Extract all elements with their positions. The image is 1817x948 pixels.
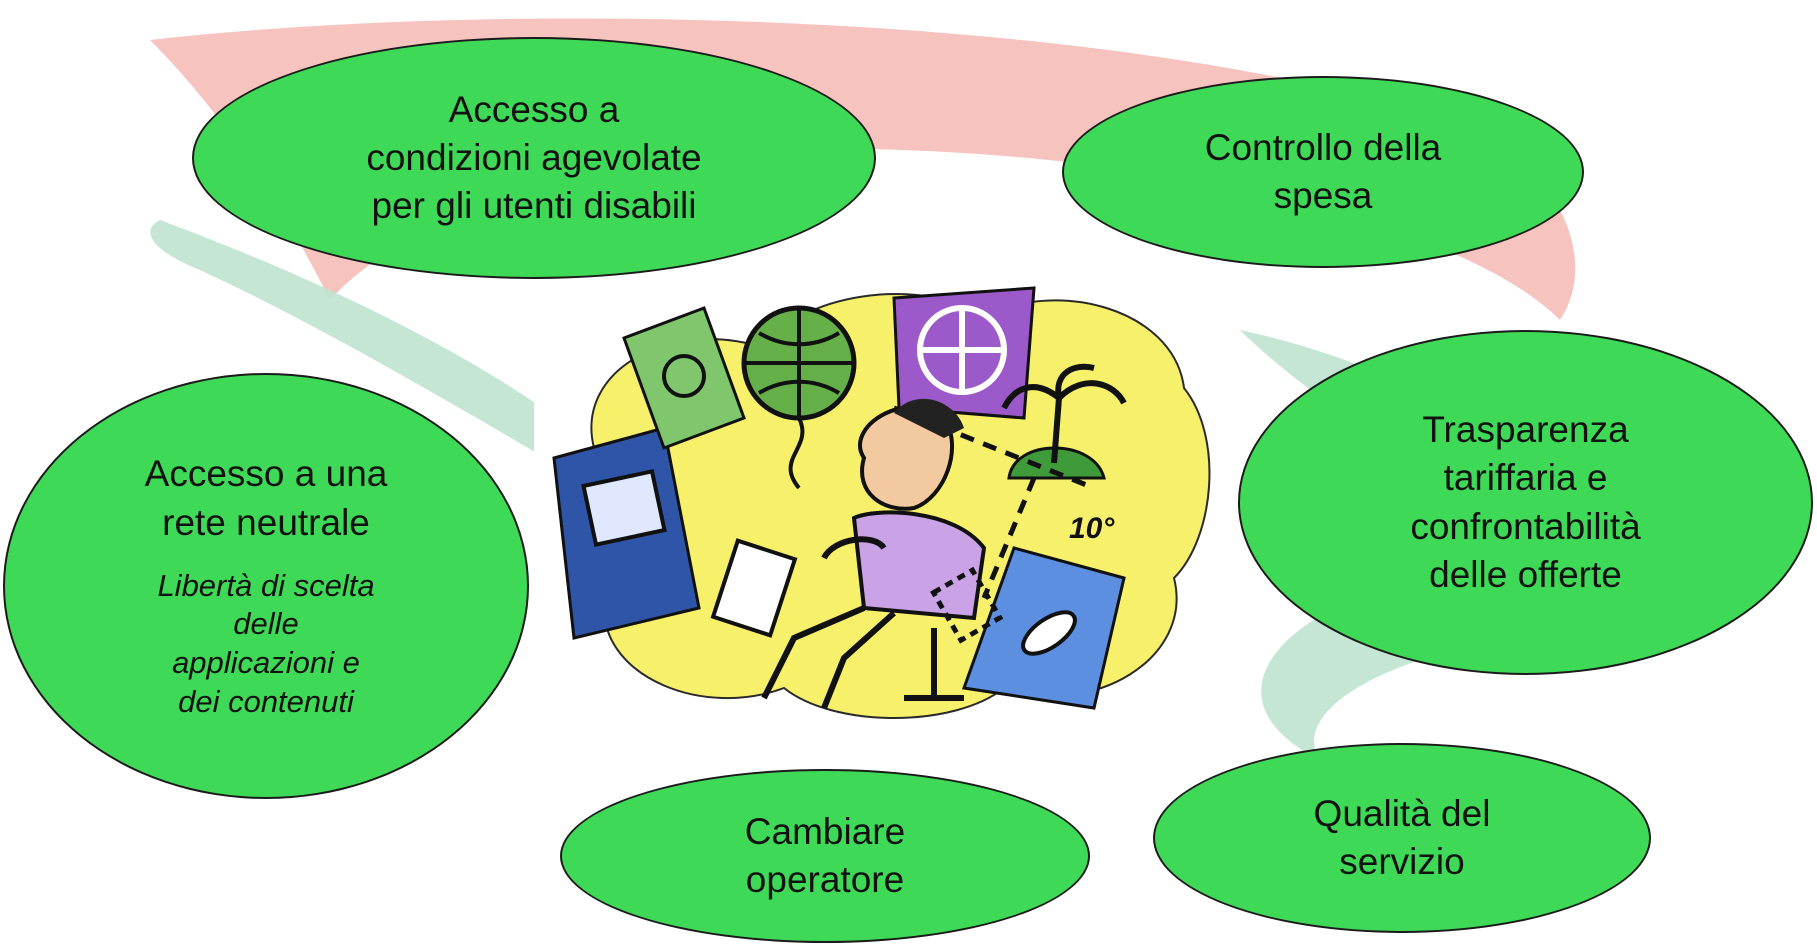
person-head (858, 405, 954, 511)
ticket-icon (930, 566, 1004, 644)
airplane-icon (1021, 610, 1077, 656)
bubble-line: confrontabilità (1410, 505, 1641, 547)
bubble-line: Accesso a una (144, 453, 388, 495)
keyboard-icon (710, 538, 798, 638)
bubble-trasparenza: Trasparenza tariffaria e confrontabilità… (1238, 330, 1813, 675)
bubble-subline: applicazioni e (172, 645, 360, 681)
bubble-line: Cambiare (744, 810, 906, 852)
bubble-qualita-servizio: Qualità del servizio (1153, 743, 1651, 933)
person-legs (761, 605, 897, 710)
compass-cross (920, 308, 1004, 392)
monitor-icon (581, 469, 667, 547)
bubble-line: operatore (745, 859, 905, 900)
bubble-line: tariffaria e (1443, 457, 1608, 499)
bubble-subtext: Libertà di scelta delle applicazioni e d… (157, 567, 374, 722)
bubble-subline: dei contenuti (178, 683, 354, 719)
chair (821, 536, 964, 701)
bubble-line: rete neutrale (162, 501, 370, 543)
bubble-subline: delle (233, 606, 299, 642)
bubble-line: Accesso a (448, 88, 620, 130)
globe-string (788, 417, 805, 490)
money-card (622, 306, 746, 450)
person-body (851, 510, 987, 621)
palm-tree (1001, 363, 1127, 464)
bubble-line: servizio (1339, 841, 1465, 882)
money-symbol-icon (662, 354, 706, 398)
bubble-subline: Libertà di scelta (157, 567, 375, 603)
person-at-computer-clipart-icon: 10° (552, 286, 1211, 719)
green-swoosh-left (150, 220, 604, 490)
person-at-computer-clipart: 10° (534, 278, 1224, 728)
bubble-cambiare-operatore: Cambiare operatore (560, 769, 1090, 943)
bubble-line: spesa (1273, 175, 1373, 216)
bubble-line: Trasparenza (1422, 409, 1629, 451)
bubble-line: Controllo della (1204, 126, 1442, 168)
bubble-rete-neutrale: Accesso a una rete neutrale Libertà di s… (3, 373, 529, 799)
bubble-line: per gli utenti disabili (371, 185, 697, 227)
bubble-line: condizioni agevolate (366, 136, 702, 178)
globe-lines (744, 308, 854, 418)
bubble-line: Qualità del (1313, 792, 1491, 834)
bubble-accesso-disabili: Accesso a condizioni agevolate per gli u… (192, 37, 876, 279)
degree-label: 10° (1069, 512, 1115, 545)
person-hair (894, 398, 964, 438)
bubble-line: delle offerte (1429, 553, 1622, 595)
bubble-controllo-spesa: Controllo della spesa (1062, 76, 1584, 268)
